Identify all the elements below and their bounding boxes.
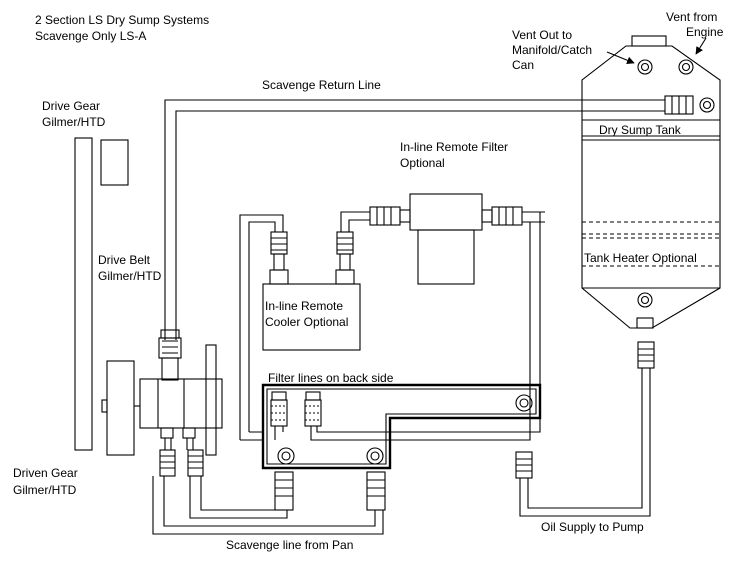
pan-fittings [274,471,386,511]
filter-loop-lines [239,211,545,441]
remote-filter [369,193,545,285]
vent-out-label-line3: Can [512,58,535,72]
oil-supply-line [515,341,655,517]
remote-cooler-label-line1: In-line Remote [265,299,344,313]
oil-supply-label: Oil Supply to Pump [541,520,644,534]
scavenge-from-pan-label: Scavenge line from Pan [226,538,354,552]
scavenge-pump [139,344,223,456]
vent-out-label-line2: Manifold/Catch [512,43,593,57]
filter-manifold [261,383,542,470]
cooler-fittings [269,211,370,285]
vent-from-label-line2: Engine [686,25,724,39]
drive-belt [74,137,93,451]
dry-sump-tank-label: Dry Sump Tank [599,123,681,137]
dry-sump-tank [581,35,721,329]
driven-gear-label-line2: Gilmer/HTD [13,483,77,497]
remote-cooler [262,283,361,351]
vent-out-arrow [606,51,635,64]
scavenge-return-line-label: Scavenge Return Line [262,78,381,92]
drive-belt-label-line2: Gilmer/HTD [98,269,162,283]
remote-filter-label-line1: In-line Remote Filter [400,140,509,154]
pump-fittings [158,329,204,477]
vent-from-arrow [695,37,707,55]
driven-gear [106,360,135,456]
drive-gear-label-line2: Gilmer/HTD [42,115,106,129]
vent-from-label-line1: Vent from [666,10,718,24]
driven-gear-label-line1: Driven Gear [13,466,78,480]
drive-gear [100,139,129,186]
tank-heater-label: Tank Heater Optional [584,251,697,265]
filter-lines-label: Filter lines on back side [268,371,394,385]
remote-filter-label-line2: Optional [400,156,445,170]
diagram-title-line1: 2 Section LS Dry Sump Systems [35,13,210,27]
drive-belt-label-line1: Drive Belt [98,253,151,267]
driven-gear-hub [101,399,108,413]
scavenge-line-from-pan [152,476,384,535]
diagram-title-line2: Scavenge Only LS-A [35,29,147,43]
remote-cooler-label-line2: Cooler Optional [265,315,349,329]
scavenge-return-line [164,99,665,340]
vent-out-label-line1: Vent Out to [512,28,573,42]
drive-gear-label-line1: Drive Gear [42,99,101,113]
